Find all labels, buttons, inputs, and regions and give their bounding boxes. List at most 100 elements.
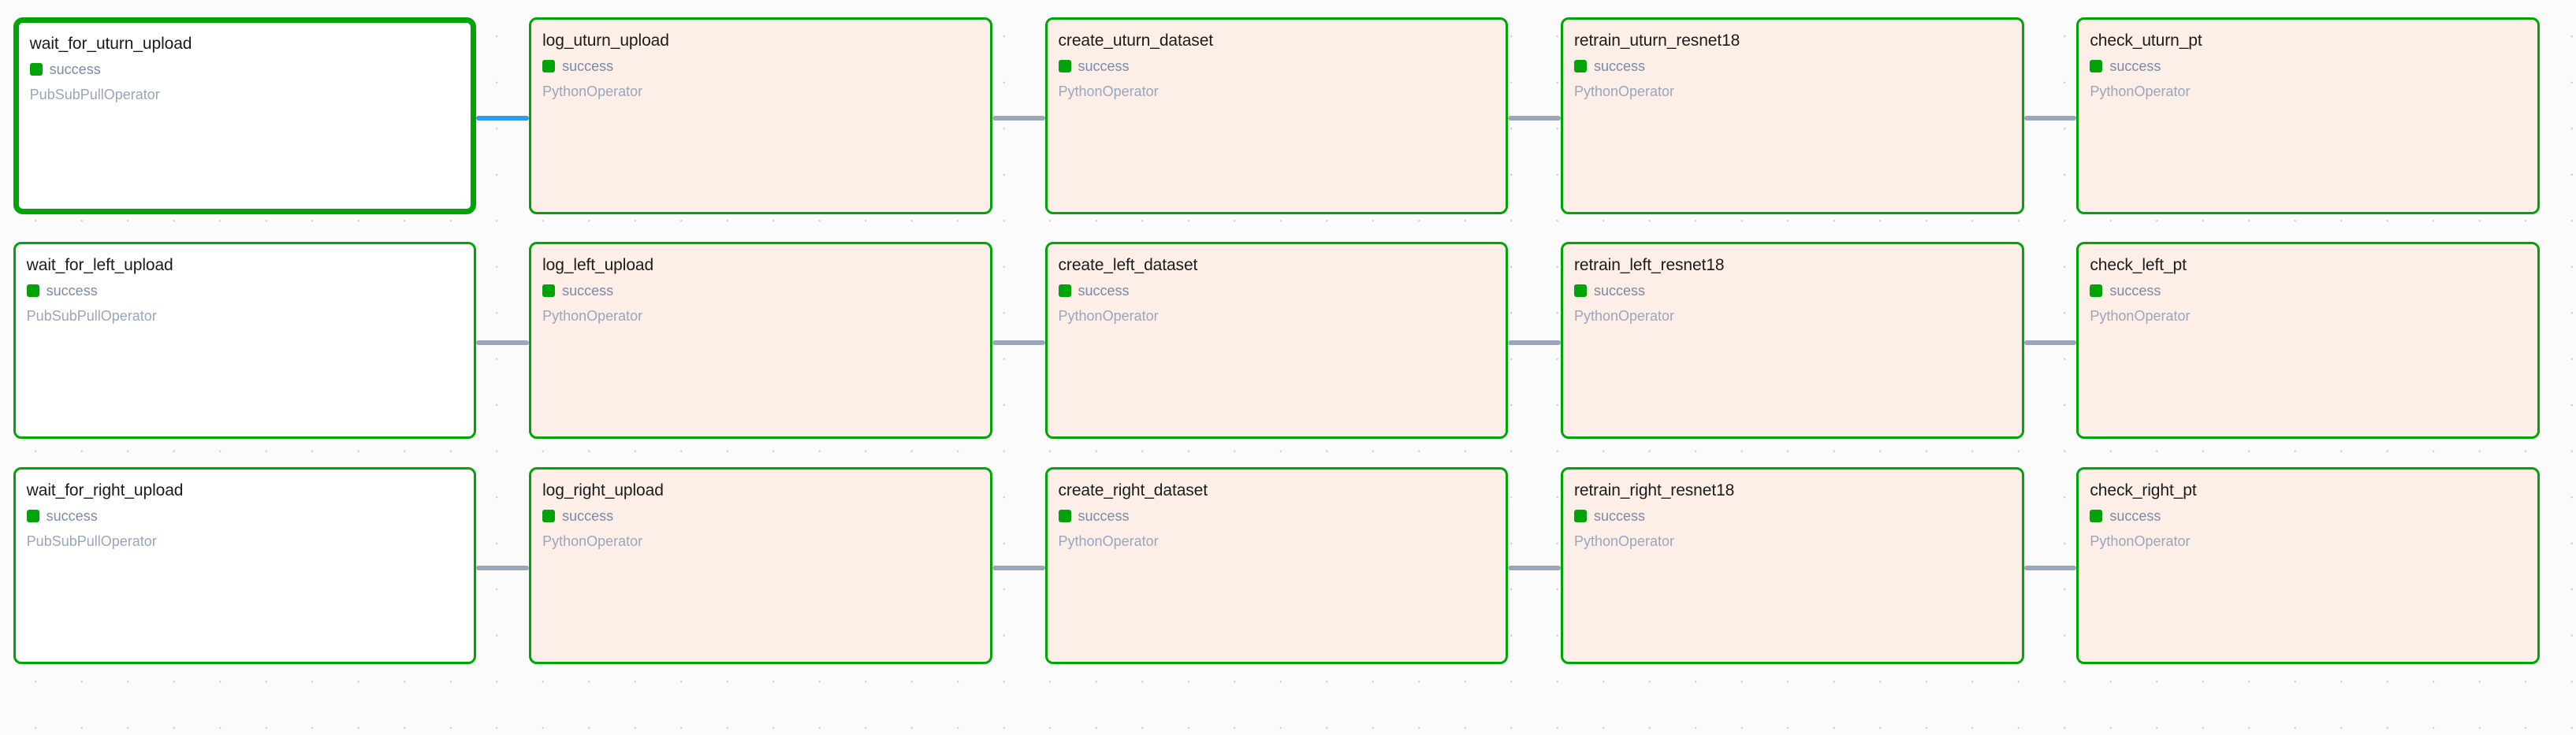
- dag-node-status-label: success: [2109, 508, 2161, 524]
- dag-node-status-label: success: [1078, 58, 1130, 74]
- dag-edge-right-pipeline-1[interactable]: [992, 566, 1045, 570]
- dag-edge-uturn-pipeline-0[interactable]: [476, 116, 530, 121]
- dag-node-operator: PythonOperator: [1058, 84, 1159, 99]
- dag-node-operator: PythonOperator: [2090, 533, 2191, 549]
- dag-node-status: success: [1058, 508, 1495, 524]
- dag-node-title: retrain_uturn_resnet18: [1573, 32, 1740, 50]
- dag-node-operator: PythonOperator: [1058, 533, 1159, 549]
- dag-node-operator: PubSubPullOperator: [29, 87, 160, 102]
- status-square-icon: [1058, 510, 1071, 522]
- dag-node-status-label: success: [562, 58, 614, 74]
- dag-node-status-label: success: [1078, 508, 1130, 524]
- dag-node-operator: PythonOperator: [2090, 84, 2191, 99]
- status-square-icon: [1573, 284, 1587, 297]
- dag-node-status-label: success: [46, 283, 98, 299]
- dag-edge-uturn-pipeline-3[interactable]: [2023, 116, 2077, 121]
- dag-node-status: success: [2090, 58, 2526, 74]
- status-square-icon: [542, 284, 556, 297]
- status-square-icon: [26, 284, 39, 297]
- dag-node-status-label: success: [2109, 283, 2161, 299]
- dag-node-operator: PythonOperator: [1573, 84, 1675, 99]
- dag-node-operator: PythonOperator: [1058, 308, 1159, 324]
- dag-node-title: retrain_right_resnet18: [1573, 481, 1735, 499]
- dag-node-operator: PythonOperator: [2090, 308, 2191, 324]
- status-square-icon: [1573, 60, 1587, 72]
- dag-node-title: check_right_pt: [2090, 481, 2197, 499]
- dag-node-status: success: [26, 283, 463, 299]
- dag-node-title: create_uturn_dataset: [1058, 32, 1214, 50]
- dag-node-status-label: success: [1593, 58, 1645, 74]
- dag-node-status-label: success: [2109, 58, 2161, 74]
- dag-node-status: success: [1058, 58, 1495, 74]
- status-square-icon: [29, 63, 43, 76]
- dag-edge-uturn-pipeline-1[interactable]: [992, 116, 1045, 121]
- dag-edge-left-pipeline-3[interactable]: [2023, 340, 2077, 345]
- dag-node-title: log_right_upload: [542, 481, 664, 499]
- dag-node-status: success: [29, 61, 460, 77]
- status-square-icon: [1058, 60, 1071, 72]
- dag-node-status: success: [26, 508, 463, 524]
- dag-node-operator: PubSubPullOperator: [26, 533, 157, 549]
- dag-node-title: wait_for_left_upload: [26, 256, 173, 274]
- dag-node-status: success: [2090, 283, 2526, 299]
- dag-node-title: wait_for_uturn_upload: [29, 35, 192, 53]
- dag-edge-right-pipeline-3[interactable]: [2023, 566, 2077, 570]
- dag-edge-uturn-pipeline-2[interactable]: [1508, 116, 1561, 121]
- dag-node-status-label: success: [562, 283, 614, 299]
- dag-node-title: log_left_upload: [542, 256, 654, 274]
- dag-edge-left-pipeline-0[interactable]: [476, 340, 530, 345]
- dag-node-operator: PythonOperator: [1573, 533, 1675, 549]
- dag-node-operator: PythonOperator: [1573, 308, 1675, 324]
- dag-node-status-label: success: [46, 508, 98, 524]
- dag-node-title: create_left_dataset: [1058, 256, 1198, 274]
- dag-node-status: success: [542, 58, 979, 74]
- status-square-icon: [542, 510, 556, 522]
- dag-edge-right-pipeline-0[interactable]: [476, 566, 530, 570]
- dag-node-status: success: [1573, 283, 2011, 299]
- dag-node-title: check_uturn_pt: [2090, 32, 2202, 50]
- dag-edge-left-pipeline-1[interactable]: [992, 340, 1045, 345]
- dag-node-title: create_right_dataset: [1058, 481, 1208, 499]
- dag-node-title: retrain_left_resnet18: [1573, 256, 1725, 274]
- dag-node-status: success: [2090, 508, 2526, 524]
- dag-node-title: wait_for_right_upload: [26, 481, 184, 499]
- dag-node-operator: PythonOperator: [542, 308, 643, 324]
- dag-edge-right-pipeline-2[interactable]: [1508, 566, 1561, 570]
- dag-node-operator: PubSubPullOperator: [26, 308, 157, 324]
- dag-edge-left-pipeline-2[interactable]: [1508, 340, 1561, 345]
- status-square-icon: [2090, 60, 2103, 72]
- status-square-icon: [2090, 284, 2103, 297]
- dag-node-operator: PythonOperator: [542, 84, 643, 99]
- status-square-icon: [1058, 284, 1071, 297]
- dag-node-status: success: [1573, 58, 2011, 74]
- dag-node-title: log_uturn_upload: [542, 32, 669, 50]
- status-square-icon: [1573, 510, 1587, 522]
- dag-node-status: success: [542, 283, 979, 299]
- dag-node-status: success: [1058, 283, 1495, 299]
- dag-node-status-label: success: [1078, 283, 1130, 299]
- dag-node-status: success: [542, 508, 979, 524]
- status-square-icon: [2090, 510, 2103, 522]
- dag-node-status-label: success: [1593, 508, 1645, 524]
- dag-node-operator: PythonOperator: [542, 533, 643, 549]
